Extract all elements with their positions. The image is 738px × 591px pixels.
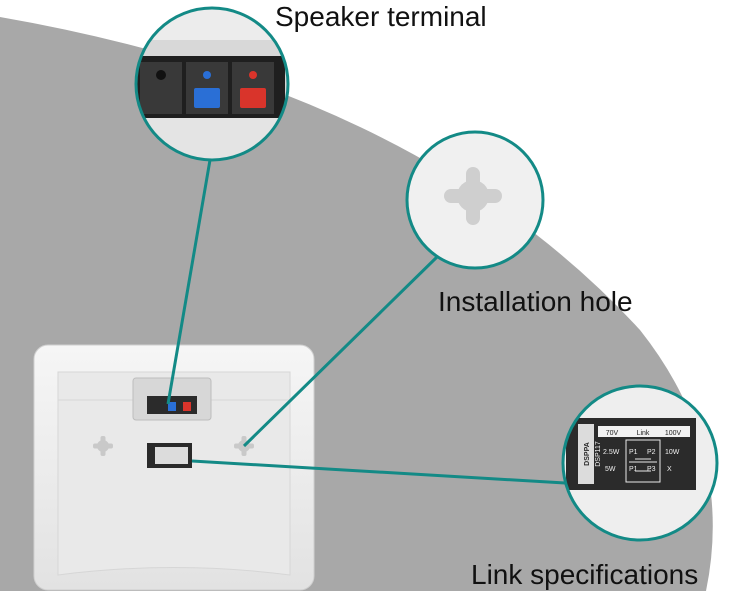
spec-row1-left: 2.5W bbox=[603, 449, 620, 456]
spec-brand: DSPPA bbox=[584, 442, 591, 466]
link-specifications-label: Link specifications bbox=[471, 559, 699, 590]
spec-model: DSP117 bbox=[595, 441, 602, 467]
speaker-box bbox=[33, 344, 315, 591]
installation-hole-magnifier bbox=[405, 130, 545, 270]
installation-hole-label: Installation hole bbox=[438, 286, 633, 317]
speaker-terminal-label: Speaker terminal bbox=[275, 1, 487, 32]
spec-row1-right: 10W bbox=[665, 449, 680, 456]
spec-col-70v: 70V bbox=[606, 430, 619, 437]
spec-row2-p3: P3 bbox=[647, 466, 656, 473]
installation-hole-left bbox=[93, 436, 113, 456]
callout-lines bbox=[166, 159, 566, 485]
spec-plate-text: DSPPA DSP117 70V Link 100V 2.5W P1 P2 10… bbox=[584, 430, 681, 473]
spec-row2-p1: P1 bbox=[629, 466, 638, 473]
spec-row1-p1: P1 bbox=[629, 449, 638, 456]
spec-col-100v: 100V bbox=[665, 430, 682, 437]
spec-row2-left: 5W bbox=[605, 466, 616, 473]
spec-row1-p2: P2 bbox=[647, 449, 656, 456]
spec-row2-right: X bbox=[667, 466, 672, 473]
speaker-terminal-magnifier bbox=[134, 6, 290, 162]
spec-col-link: Link bbox=[637, 430, 650, 437]
link-specifications-magnifier: DSPPA DSP117 70V Link 100V 2.5W P1 P2 10… bbox=[561, 384, 719, 542]
